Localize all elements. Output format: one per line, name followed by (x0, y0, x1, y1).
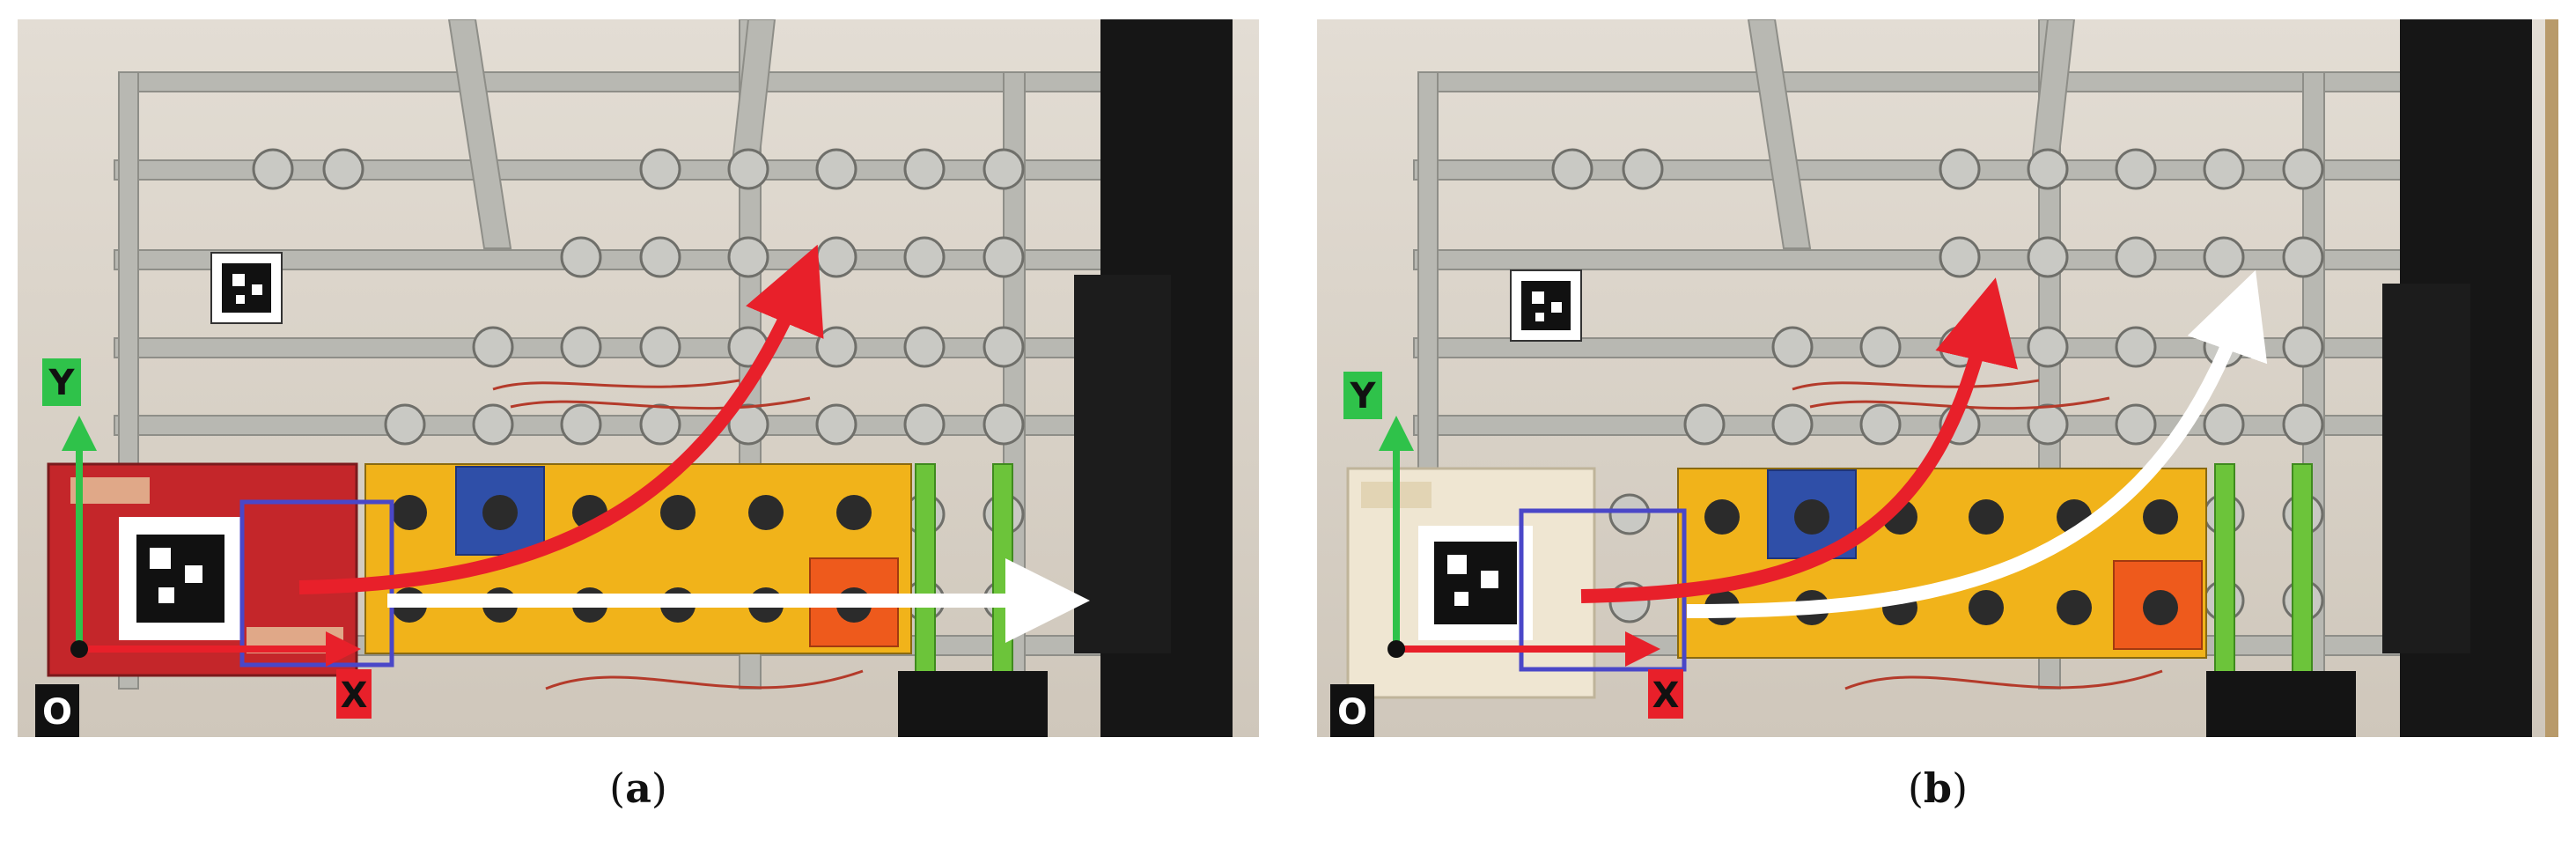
caption-a-letter: a (625, 764, 651, 812)
y-axis-label-bg (1343, 372, 1382, 419)
caption-a-close: ) (651, 764, 667, 812)
payload-box-cream (1346, 467, 1596, 699)
white-curved-arrow (1686, 269, 2268, 618)
origin-label-bg (35, 684, 79, 737)
caption-b-letter: b (1923, 764, 1953, 812)
origin-dot (1387, 640, 1405, 658)
y-axis-label-bg (42, 358, 81, 406)
x-axis-label: X (341, 675, 368, 716)
origin-label-bg (1330, 684, 1374, 737)
photo-scene-b: Y X O (1317, 19, 2558, 737)
origin-label: O (1337, 692, 1367, 733)
black-board (898, 19, 1233, 737)
red-curved-arrow (298, 244, 824, 594)
red-curved-arrow (1580, 277, 2018, 603)
wiring (492, 379, 864, 690)
green-supports (2214, 463, 2313, 694)
origin-dot (70, 640, 88, 658)
photo-panel-b: Y X O (1317, 19, 2558, 737)
fiducial-marker-rail (1510, 269, 1582, 342)
origin-label: O (42, 692, 72, 733)
caption-a-open: ( (609, 764, 626, 812)
y-axis-label: Y (48, 363, 76, 403)
x-axis-label: X (1652, 675, 1680, 716)
caption-b-open: ( (1907, 764, 1924, 812)
photo-panel-a: Y X O (18, 19, 1259, 737)
photo-scene-a: Y X O (18, 19, 1259, 737)
y-axis-label: Y (1350, 376, 1377, 417)
payload-box-red (47, 462, 358, 677)
fiducial-marker-rail (210, 252, 283, 324)
black-board (2206, 19, 2558, 737)
x-axis-label-bg (1648, 669, 1683, 719)
x-axis-label-bg (336, 669, 372, 719)
caption-a: (a) (550, 764, 726, 812)
caption-b: (b) (1850, 764, 2026, 812)
wiring (1792, 379, 2163, 690)
caption-b-close: ) (1952, 764, 1969, 812)
